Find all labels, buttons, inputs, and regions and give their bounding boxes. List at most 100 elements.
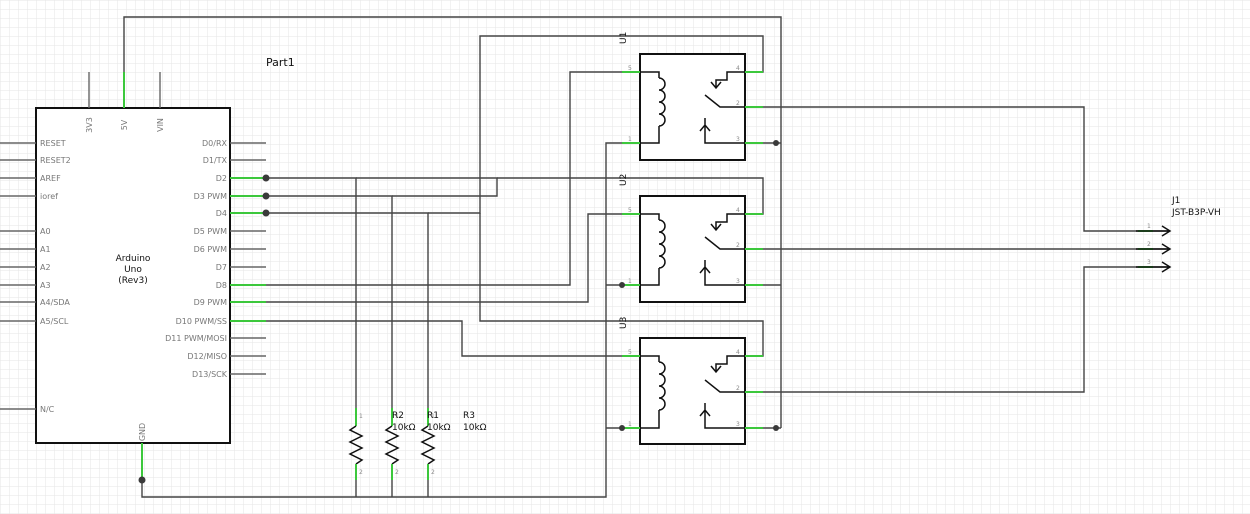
pin-label-d5: D5 PWM — [194, 227, 228, 236]
relay-u1-pinnum-5: 5 — [628, 65, 632, 72]
pin-label-gnd: GND — [138, 423, 147, 441]
resistor-r2-pinnum-2: 2 — [359, 469, 363, 476]
pin-label-d3: D3 PWM — [194, 192, 228, 201]
arduino-name-line-1: Arduino — [116, 254, 151, 264]
connector-pinnum-2: 2 — [1147, 241, 1151, 248]
wire-d10-u3 — [266, 320, 640, 357]
connector-pin1-arrow[interactable] — [1136, 225, 1172, 237]
relay-u2-coil — [640, 213, 666, 286]
junction-dot — [773, 140, 779, 146]
pin-label-vin: VIN — [156, 118, 165, 132]
wire-u3-out — [745, 266, 1170, 393]
pin-label-ioref: ioref — [40, 192, 58, 201]
relay-u3-pinnum-3: 3 — [736, 421, 740, 428]
wire-u1-out — [745, 106, 1170, 232]
resistor-r3-ref: R3 — [463, 411, 475, 421]
pin-label-a4: A4/SDA — [40, 298, 70, 307]
resistor-r1-pinnum-2: 2 — [395, 469, 399, 476]
pin-label-nc: N/C — [40, 405, 55, 414]
wire-5v-rail — [123, 16, 782, 428]
relay-u2-pinnum-3: 3 — [736, 278, 740, 285]
resistor-r2[interactable]: 1 2 — [348, 408, 364, 480]
pin-label-a5: A5/SCL — [40, 317, 69, 326]
pin-label-d0: D0/RX — [202, 139, 228, 148]
part-label: Part1 — [266, 56, 295, 69]
wire-d2-d3-link — [356, 177, 498, 197]
relay-u1-coil — [640, 71, 666, 144]
relay-u3-pinnum-2: 2 — [736, 385, 740, 392]
relay-u3-pinnum-5: 5 — [628, 349, 632, 356]
resistor-r1-value: 10kΩ — [427, 423, 451, 433]
relay-u1-pinnum-1: 1 — [628, 136, 632, 143]
relay-u1-pinnum-4: 4 — [736, 65, 740, 72]
pin-label-5v: 5V — [120, 119, 129, 130]
connector-pinnum-3: 3 — [1147, 259, 1151, 266]
resistor-r2-ref: R2 — [392, 411, 404, 421]
relay-u1-pinnum-3: 3 — [736, 136, 740, 143]
relay-u2-pinnum-4: 4 — [736, 207, 740, 214]
relay-u3-contacts — [699, 355, 745, 429]
resistor-r1-zigzag — [384, 425, 400, 465]
connector-pinnum-1: 1 — [1147, 223, 1151, 230]
junction-dot — [262, 209, 270, 217]
arduino-name-line-3: (Rev3) — [118, 276, 147, 286]
relay-u1-pinnum-2: 2 — [736, 100, 740, 107]
connector-pin3-arrow[interactable] — [1136, 261, 1172, 273]
arduino-uno[interactable]: Arduino Uno (Rev3) 3V3 5V VIN GND RESET … — [0, 72, 266, 480]
pin-label-d2: D2 — [216, 174, 227, 183]
resistor-r1-ref: R1 — [427, 411, 439, 421]
wire-d9-u2 — [266, 213, 640, 303]
resistor-r2-value: 10kΩ — [392, 423, 416, 433]
relay-u2-ref: U2 — [619, 174, 629, 186]
relay-u2-pinnum-5: 5 — [628, 207, 632, 214]
junction-dot — [619, 282, 625, 288]
pin-label-d8: D8 — [216, 281, 227, 290]
relay-u1-contacts — [699, 71, 745, 144]
connector-pin2-arrow[interactable] — [1136, 243, 1172, 255]
relay-u2-pinnum-1: 1 — [628, 278, 632, 285]
pin-label-3v3: 3V3 — [85, 117, 94, 133]
junctions — [138, 140, 779, 484]
pin-label-a3: A3 — [40, 281, 51, 290]
pin-label-d13: D13/SCK — [192, 370, 228, 379]
relay-u3[interactable]: U3 5 1 4 2 3 — [619, 317, 763, 445]
relay-u2-contacts — [699, 213, 745, 286]
pin-label-d9: D9 PWM — [194, 298, 228, 307]
relay-u2-pinnum-2: 2 — [736, 242, 740, 249]
resistor-r3-pinnum-1: 1 — [431, 413, 435, 420]
pin-label-a0: A0 — [40, 227, 51, 236]
relay-u1-ref: U1 — [619, 32, 629, 44]
pin-label-aref: AREF — [40, 174, 61, 183]
relay-u1[interactable]: U1 5 1 4 2 3 — [619, 32, 763, 161]
wire-d8-u1 — [266, 71, 640, 286]
junction-dot — [619, 425, 625, 431]
arduino-name-line-2: Uno — [124, 265, 142, 275]
resistor-r3-pinnum-2: 2 — [431, 469, 435, 476]
pin-label-d7: D7 — [216, 263, 227, 272]
relay-u3-pinnum-1: 1 — [628, 421, 632, 428]
relay-u2[interactable]: U2 5 1 4 2 3 — [619, 174, 763, 303]
resistor-r3[interactable]: 1 2 — [420, 408, 436, 480]
pin-label-a2: A2 — [40, 263, 51, 272]
wire-gnd-bus — [141, 142, 640, 498]
pin-label-d11: D11 PWM/MOSI — [165, 334, 227, 343]
resistor-r3-value: 10kΩ — [463, 423, 487, 433]
connector-j1[interactable]: J1 JST-B3P-VH 1 2 3 — [1136, 196, 1221, 273]
pin-label-d4: D4 — [216, 209, 227, 218]
pin-label-a1: A1 — [40, 245, 51, 254]
connector-ref: J1 — [1171, 196, 1180, 206]
resistor-r3-zigzag — [420, 425, 436, 465]
resistor-r2-pinnum-1: 1 — [359, 413, 363, 420]
pin-label-d10: D10 PWM/SS — [176, 317, 227, 326]
wires — [123, 16, 1170, 498]
pin-label-d1: D1/TX — [203, 156, 228, 165]
junction-dot — [138, 476, 146, 484]
pin-label-d6: D6 PWM — [194, 245, 228, 254]
resistor-r2-zigzag — [348, 425, 364, 465]
junction-dot — [773, 425, 779, 431]
relay-u3-coil — [640, 355, 666, 429]
connector-part: JST-B3P-VH — [1171, 208, 1221, 218]
relay-u3-pinnum-4: 4 — [736, 349, 740, 356]
resistor-r1[interactable]: 1 2 — [384, 408, 400, 480]
